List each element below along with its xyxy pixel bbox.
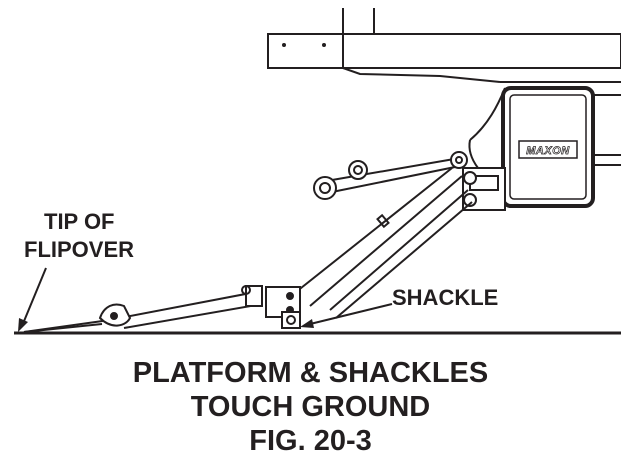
caption-line-2: TOUCH GROUND (190, 391, 431, 423)
shackle-label-text: SHACKLE (392, 285, 498, 310)
brand-logo-text: MAXON (526, 145, 570, 157)
tip-label-line-1: TIP OF (44, 209, 115, 234)
platform (23, 285, 263, 333)
tip-arrowhead (18, 318, 28, 332)
tip-label-line-2: FLIPOVER (24, 237, 134, 262)
tip-of-flipover-label: TIP OF FLIPOVER (18, 209, 134, 332)
caption-line-1: PLATFORM & SHACKLES (132, 357, 489, 389)
tip-leader-line (21, 267, 47, 327)
caption-line-3: FIG. 20-3 (249, 425, 372, 457)
pump-box: MAXON (501, 86, 595, 208)
shackle-label: SHACKLE (300, 285, 498, 328)
shackle-leader-line (305, 303, 393, 326)
bolt-hole (282, 43, 286, 47)
truck-body (267, 8, 621, 169)
shackle-arrowhead (300, 319, 314, 328)
bolt-hole (322, 43, 326, 47)
parallel-arm-assembly (265, 151, 506, 329)
